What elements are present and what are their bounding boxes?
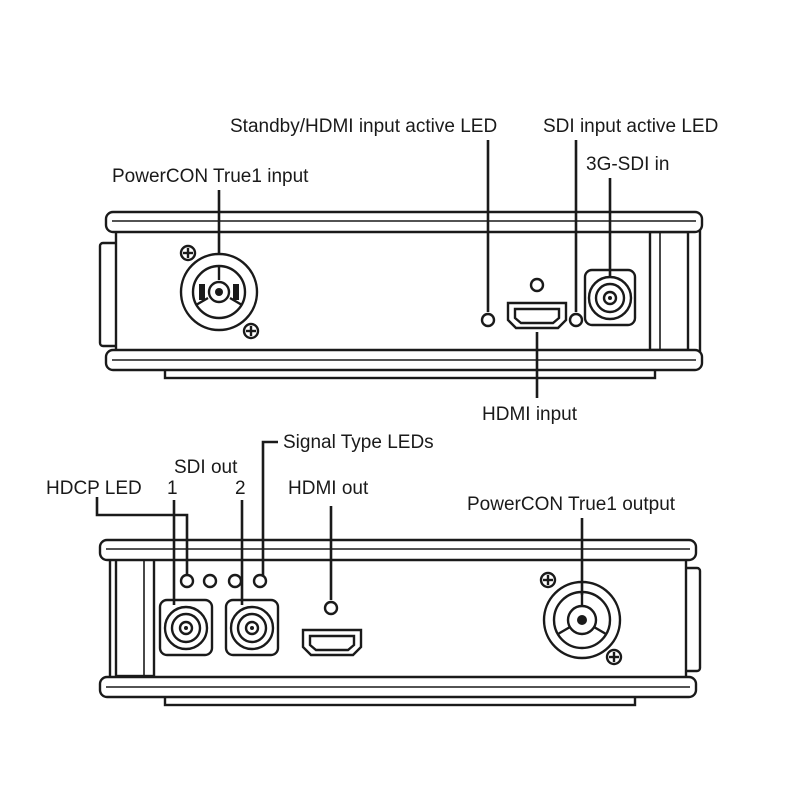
hdmi-input-port: [506, 301, 568, 330]
top-panel-top-rail: [104, 210, 704, 234]
label-powercon-input: PowerCON True1 input: [112, 166, 309, 187]
hdcp-led-icon: [179, 573, 195, 589]
leader-signal-type-leds: [261, 440, 278, 576]
label-hdcp-led: HDCP LED: [46, 478, 142, 499]
sdi-in-bnc-connector: [583, 268, 637, 327]
signal-type-led-icon: [252, 573, 268, 589]
label-sdi-out-1: 1: [167, 478, 178, 499]
hdmi-out-port: [301, 628, 363, 657]
sdi-input-led-icon: [568, 312, 584, 328]
label-hdmi-input: HDMI input: [482, 404, 578, 425]
bottom-panel-leaders: [95, 440, 584, 605]
indicator-led-icon: [323, 600, 339, 616]
label-signal-type-leds: Signal Type LEDs: [283, 432, 434, 453]
label-sdi-out-2: 2: [235, 478, 246, 499]
top-device-panel: [98, 210, 704, 380]
label-sdi-in: 3G-SDI in: [586, 154, 669, 175]
label-sdi-input-led: SDI input active LED: [543, 116, 718, 137]
powercon-output-connector: [539, 571, 623, 666]
label-powercon-output: PowerCON True1 output: [467, 494, 676, 515]
label-standby-led: Standby/HDMI input active LED: [230, 116, 497, 137]
powercon-input-connector: [179, 244, 260, 340]
top-panel-leaders: [217, 140, 612, 398]
label-sdi-out: SDI out: [174, 457, 238, 478]
sdi-out-1-bnc-connector: [158, 598, 214, 657]
leader-hdcp-led: [95, 497, 189, 576]
indicator-led-icon: [529, 277, 545, 293]
label-hdmi-out: HDMI out: [288, 478, 369, 499]
signal-type-led-icon: [227, 573, 243, 589]
standby-led-icon: [480, 312, 496, 328]
signal-type-led-icon: [202, 573, 218, 589]
bottom-panel-top-rail: [98, 538, 698, 562]
bottom-device-panel: [98, 538, 702, 707]
sdi-out-2-bnc-connector: [224, 598, 280, 657]
